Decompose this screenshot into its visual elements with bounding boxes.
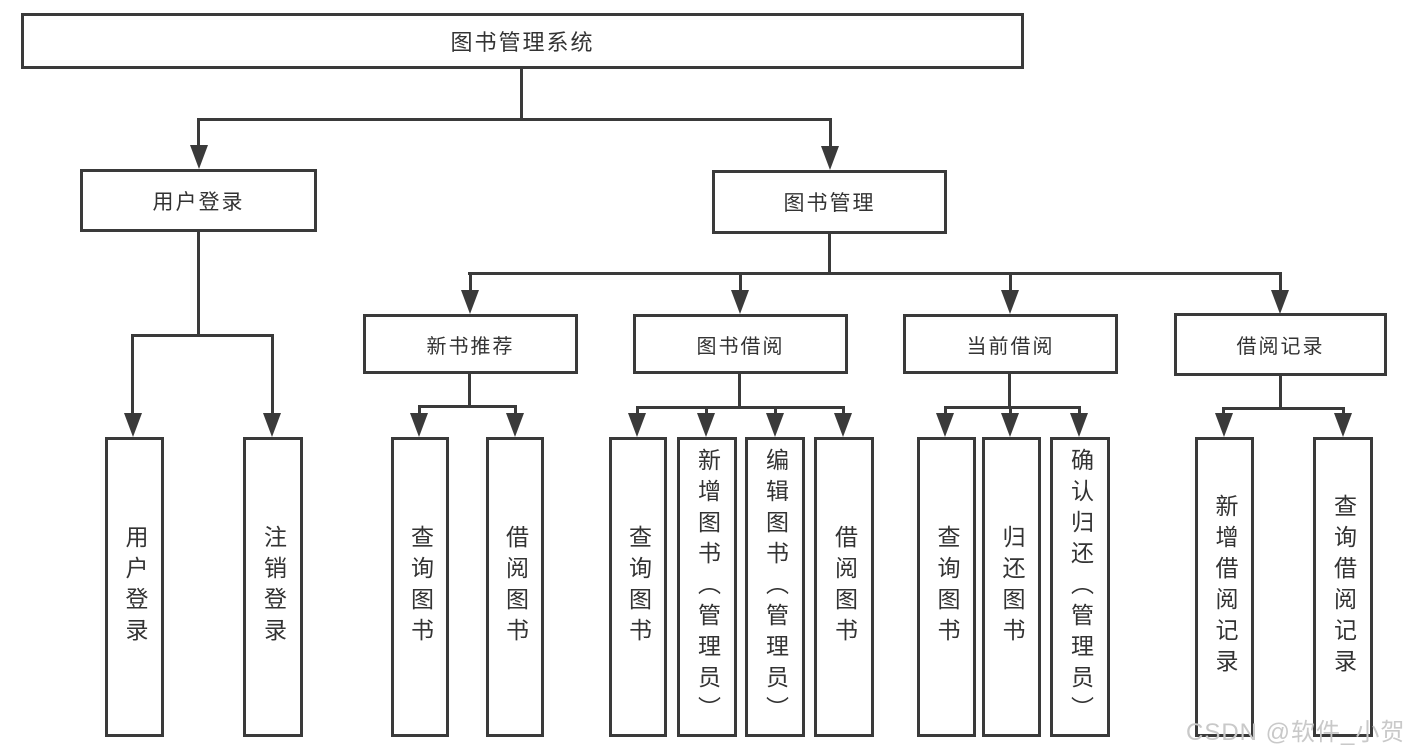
- leaf-label: 查询图书: [625, 525, 652, 649]
- connector-line: [271, 334, 274, 416]
- connector-line: [131, 334, 274, 337]
- node-current-borrow: 当前借阅: [903, 314, 1118, 374]
- leaf-bb-add-book-admin: 新增图书（管理员）: [677, 437, 737, 737]
- connector-line: [468, 373, 471, 405]
- leaf-nbr-borrow-book: 借阅图书: [486, 437, 544, 737]
- connector-line: [738, 373, 741, 406]
- arrowhead-down-icon: [1070, 413, 1088, 437]
- connector-line: [705, 406, 708, 415]
- node-user-login: 用户登录: [80, 169, 317, 232]
- connector-line: [739, 272, 742, 292]
- connector-line: [829, 118, 832, 148]
- leaf-label: 查询图书: [934, 525, 960, 649]
- leaf-label: 查询借阅记录: [1330, 494, 1357, 680]
- node-label: 用户登录: [152, 190, 245, 214]
- connector-line: [1222, 407, 1345, 410]
- connector-line: [197, 118, 200, 147]
- leaf-bb-borrow-book: 借阅图书: [814, 437, 874, 737]
- root-node-library-system: 图书管理系统: [21, 13, 1024, 69]
- node-new-book-recommend: 新书推荐: [363, 314, 578, 374]
- leaf-bb-edit-book-admin: 编辑图书（管理员）: [745, 437, 805, 737]
- node-label: 借阅记录: [1236, 336, 1325, 358]
- leaf-bb-query-book: 查询图书: [609, 437, 667, 737]
- node-label: 图书借阅: [696, 335, 785, 358]
- connector-line: [774, 406, 777, 415]
- arrowhead-down-icon: [1001, 290, 1019, 314]
- connector-line: [1009, 272, 1012, 292]
- connector-line: [944, 406, 1080, 409]
- node-label: 新书推荐: [426, 335, 515, 358]
- connector-line: [514, 405, 517, 415]
- connector-line: [469, 272, 472, 292]
- csdn-watermark: CSDN @软件_小贺同学: [1186, 719, 1405, 746]
- node-borrow-records: 借阅记录: [1174, 313, 1387, 376]
- leaf-label: 新增图书（管理员）: [694, 447, 721, 727]
- leaf-label: 新增借阅记录: [1212, 494, 1238, 680]
- connector-line: [828, 233, 831, 272]
- arrowhead-down-icon: [1271, 290, 1289, 314]
- arrowhead-down-icon: [461, 290, 479, 314]
- arrowhead-down-icon: [821, 146, 839, 170]
- connector-line: [197, 118, 832, 121]
- connector-line: [842, 406, 845, 415]
- leaf-cb-confirm-return-admin: 确认归还（管理员）: [1050, 437, 1110, 737]
- arrowhead-down-icon: [697, 413, 715, 437]
- connector-line: [1078, 406, 1081, 415]
- leaf-label: 借阅图书: [502, 525, 529, 649]
- arrowhead-down-icon: [628, 413, 646, 437]
- leaf-label: 编辑图书（管理员）: [762, 447, 789, 727]
- connector-line: [197, 231, 200, 334]
- arrowhead-down-icon: [731, 290, 749, 314]
- leaf-cb-query-book: 查询图书: [917, 437, 976, 737]
- connector-line: [636, 406, 845, 409]
- arrowhead-down-icon: [506, 413, 524, 437]
- connector-line: [131, 334, 134, 416]
- arrowhead-down-icon: [1215, 413, 1233, 437]
- node-book-borrow: 图书借阅: [633, 314, 848, 374]
- connector-line: [418, 405, 421, 415]
- leaf-label: 归还图书: [999, 525, 1025, 649]
- leaf-cb-return-book: 归还图书: [982, 437, 1041, 737]
- leaf-user-login: 用户登录: [105, 437, 164, 737]
- leaf-label: 确认归还（管理员）: [1067, 447, 1094, 727]
- arrowhead-down-icon: [936, 413, 954, 437]
- arrowhead-down-icon: [766, 413, 784, 437]
- arrowhead-down-icon: [263, 413, 281, 437]
- connector-line: [1009, 406, 1012, 415]
- leaf-label: 用户登录: [122, 525, 148, 649]
- leaf-br-add-record: 新增借阅记录: [1195, 437, 1254, 737]
- leaf-label: 借阅图书: [831, 525, 858, 649]
- connector-line: [1279, 272, 1282, 292]
- connector-line: [418, 405, 517, 408]
- arrowhead-down-icon: [190, 145, 208, 169]
- connector-line: [636, 406, 639, 415]
- leaf-logout: 注销登录: [243, 437, 303, 737]
- arrowhead-down-icon: [834, 413, 852, 437]
- connector-line: [1342, 407, 1345, 415]
- node-book-management: 图书管理: [712, 170, 947, 234]
- arrowhead-down-icon: [410, 413, 428, 437]
- leaf-br-query-record: 查询借阅记录: [1313, 437, 1373, 737]
- connector-line: [1279, 376, 1282, 407]
- root-node-label: 图书管理系统: [450, 30, 595, 55]
- node-label: 当前借阅: [966, 335, 1055, 358]
- leaf-label: 查询图书: [407, 525, 434, 649]
- connector-line: [944, 406, 947, 415]
- arrowhead-down-icon: [124, 413, 142, 437]
- leaf-label: 注销登录: [260, 525, 287, 649]
- arrowhead-down-icon: [1001, 413, 1019, 437]
- arrowhead-down-icon: [1334, 413, 1352, 437]
- connector-line: [1008, 373, 1011, 406]
- leaf-nbr-query-book: 查询图书: [391, 437, 449, 737]
- node-label: 图书管理: [783, 192, 876, 215]
- connector-line: [520, 68, 523, 118]
- connector-line: [1222, 407, 1225, 415]
- connector-line: [468, 272, 1282, 275]
